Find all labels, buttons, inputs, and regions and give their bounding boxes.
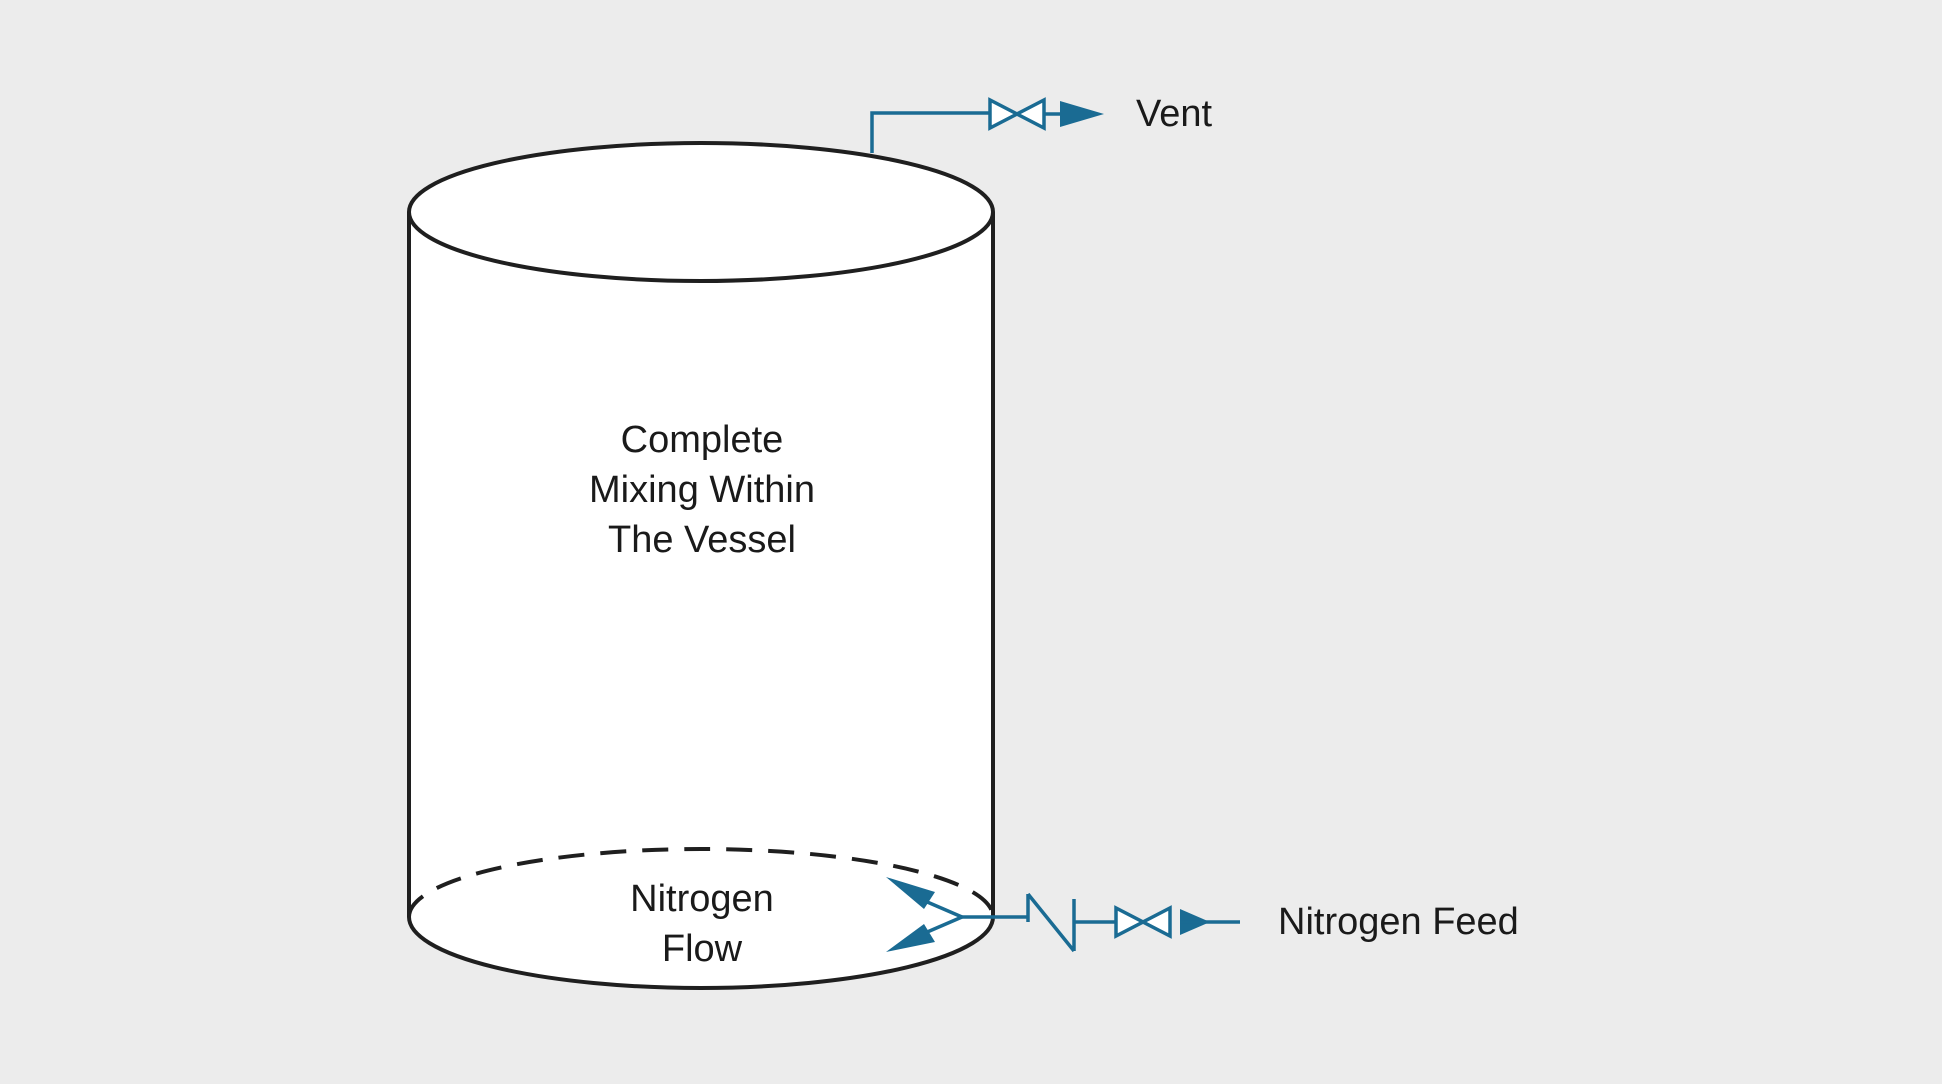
vessel-body [409, 141, 993, 988]
vent-valve-right-icon [1013, 97, 1046, 131]
vessel-label-line-3: The Vessel [608, 519, 796, 561]
vent-arrow-icon [1060, 101, 1104, 127]
vent-pipe [870, 111, 990, 153]
vessel-bottom-head [407, 916, 995, 990]
feed-valve-right-icon [1139, 905, 1172, 939]
nitrogen-feed-label: Nitrogen Feed [1278, 901, 1519, 943]
vent-line [870, 97, 1104, 153]
vent-valve-left-icon [988, 97, 1021, 131]
vessel-label-line-2: Mixing Within [589, 469, 815, 511]
sparger-lower-arrow-icon [886, 924, 935, 952]
nitrogen-flow-label-line-2: Flow [662, 928, 743, 970]
nitrogen-feed-line [886, 877, 1240, 953]
check-valve-icon [1026, 892, 1076, 953]
vessel [407, 141, 995, 990]
sparger-upper-arrow-icon [886, 877, 935, 909]
vessel-walls [407, 212, 995, 917]
vessel-top-head [407, 141, 995, 283]
vessel-label-line-1: Complete [621, 419, 784, 461]
vessel-bottom-dashed-edge [407, 847, 995, 918]
feed-valve-left-icon [1114, 905, 1147, 939]
nitrogen-flow-label-line-1: Nitrogen [630, 878, 774, 920]
vent-label: Vent [1136, 93, 1213, 135]
